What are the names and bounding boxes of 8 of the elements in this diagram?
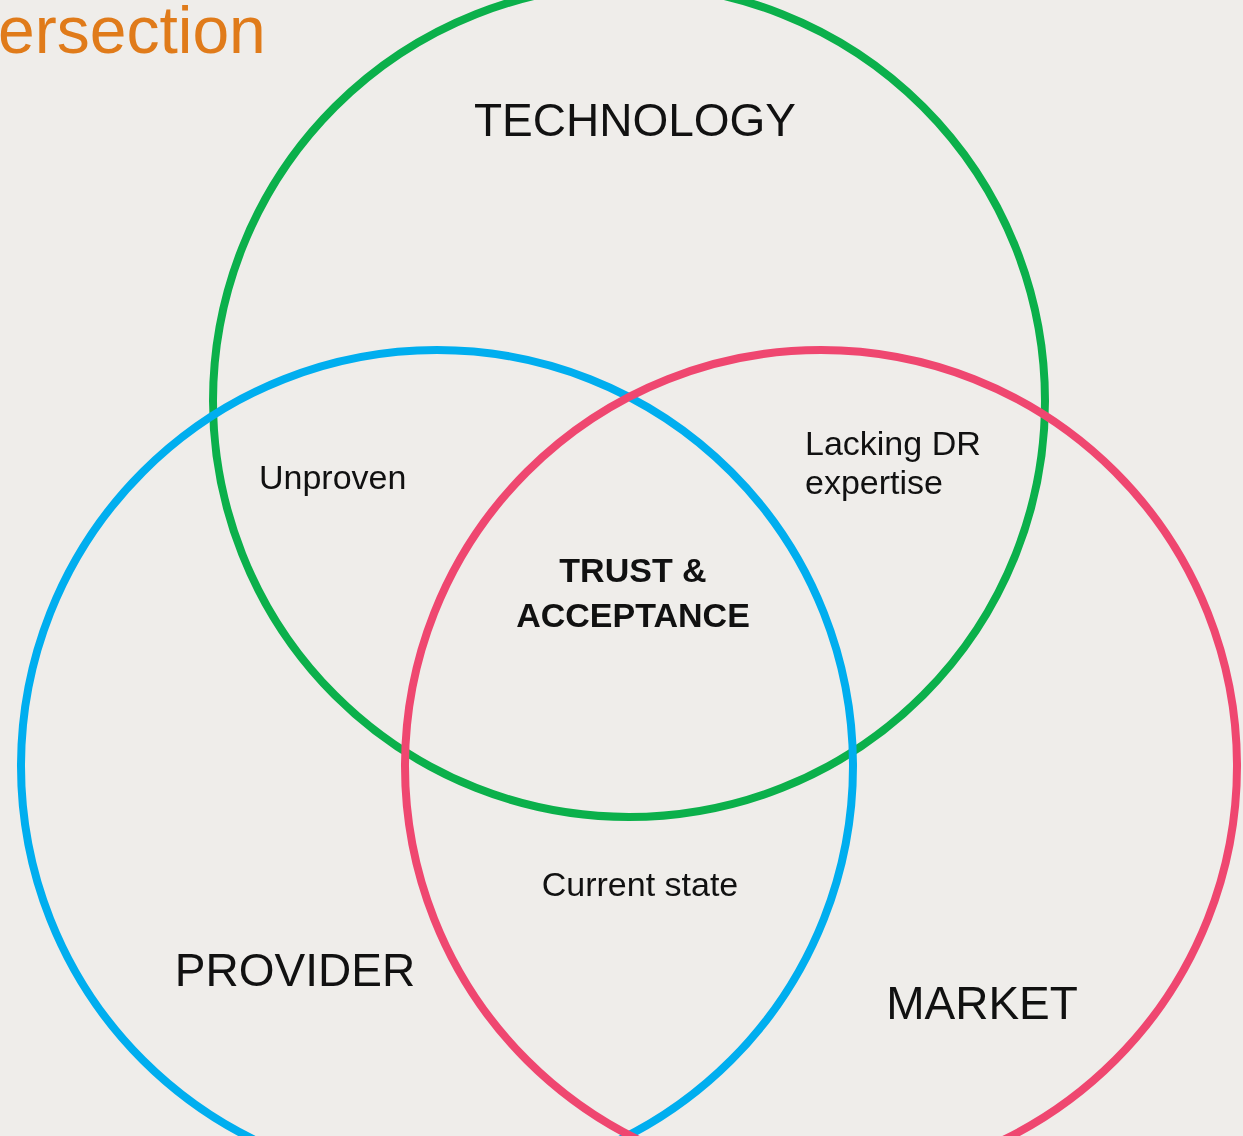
circle-label: PROVIDER (174, 943, 416, 997)
overlap-label: Lacking DR expertise (805, 424, 982, 502)
center-label: TRUST & ACCEPTANCE (516, 550, 750, 636)
circle-label: MARKET (886, 976, 1078, 1030)
title: ersection (0, 0, 266, 68)
overlap-label: Unproven (259, 458, 407, 497)
overlap-label: Current state (541, 865, 739, 904)
circle-label: TECHNOLOGY (474, 93, 796, 147)
